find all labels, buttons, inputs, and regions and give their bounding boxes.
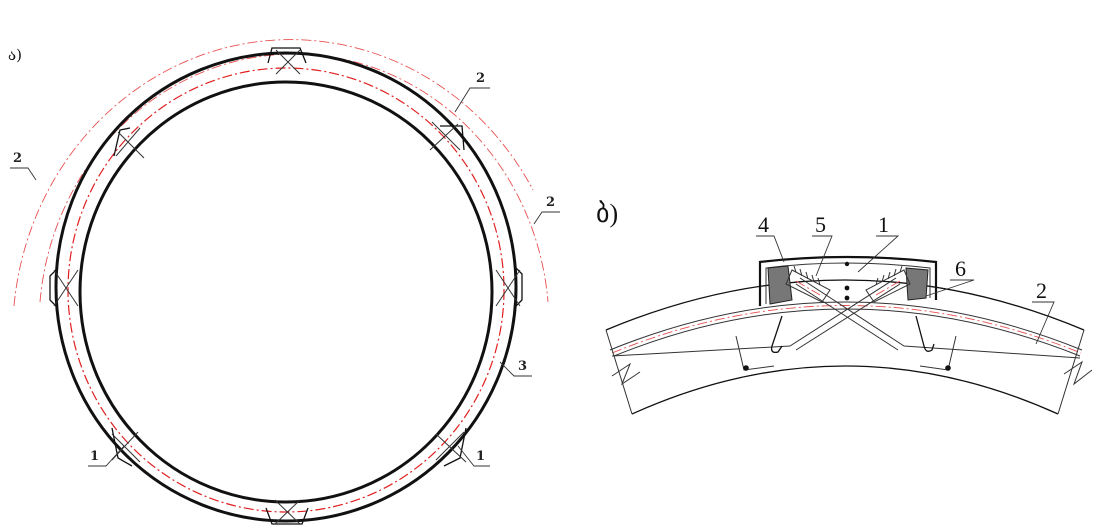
grout-right xyxy=(905,267,929,301)
panel-b: ბ) xyxy=(596,199,1093,415)
outer-axis-arc-1 xyxy=(13,39,534,307)
pin-low xyxy=(844,295,850,301)
stirrup-left xyxy=(735,335,775,371)
segment-axis-bottom xyxy=(613,308,1081,357)
tendon-right xyxy=(611,277,897,357)
label-2-left: 2 xyxy=(13,151,22,166)
stirrup-right xyxy=(919,335,957,371)
lug-bottom xyxy=(265,507,309,525)
label-2: 2 xyxy=(1036,278,1047,303)
break-mark-right xyxy=(1063,360,1093,386)
joint-block xyxy=(758,255,938,306)
segment-axis-top xyxy=(609,301,1083,351)
pin-mid xyxy=(844,285,850,291)
segment-outer-arc xyxy=(605,279,1085,331)
lug-right-x xyxy=(495,269,521,307)
grout-left xyxy=(767,265,793,305)
tendon-left xyxy=(799,277,1081,359)
segment-inner-arc xyxy=(631,365,1059,415)
lug-left-x xyxy=(53,269,79,307)
label-6: 6 xyxy=(955,256,966,281)
segment-center-axis xyxy=(611,305,1082,354)
lug-lower-right xyxy=(443,427,467,467)
panel-b-letter: ბ) xyxy=(596,199,618,228)
ring-inner-edge xyxy=(78,80,494,504)
ring-center-axis xyxy=(67,67,505,513)
lug-upper-left xyxy=(113,127,131,157)
lug-top-x xyxy=(275,49,301,75)
rebar-dot-right xyxy=(945,365,951,371)
lug-left xyxy=(49,267,59,309)
label-1-left: 1 xyxy=(90,449,99,464)
break-mark-left xyxy=(611,362,641,386)
lug-lower-left xyxy=(111,427,133,467)
panel-a-leaders: 2 2 2 3 1 1 xyxy=(10,71,560,467)
label-1-right: 1 xyxy=(476,449,485,464)
label-1: 1 xyxy=(878,212,889,237)
anchor-pocket-left xyxy=(785,265,831,303)
pin-top xyxy=(844,261,850,267)
panel-a-letter: ა) xyxy=(8,46,22,64)
lug-bottom-x xyxy=(274,499,301,525)
ring-outer-edge xyxy=(54,51,518,523)
hook-right xyxy=(915,315,935,352)
lug-upper-left-x xyxy=(115,127,145,159)
label-3: 3 xyxy=(518,359,527,374)
outer-axis-arc-2 xyxy=(39,53,549,303)
lug-right xyxy=(513,265,523,309)
segment-left-end xyxy=(605,329,633,415)
anchor-pocket-right xyxy=(865,265,911,303)
label-4: 4 xyxy=(758,212,769,237)
lug-upper-right xyxy=(440,125,465,151)
panel-a: ა) xyxy=(8,39,560,525)
tendon-red-right xyxy=(875,280,901,296)
lug-lower-right-x xyxy=(435,431,467,463)
label-2-right: 2 xyxy=(546,195,555,210)
ring-lugs xyxy=(49,47,523,525)
tendon-left-b xyxy=(795,283,899,351)
lug-lower-left-x xyxy=(111,431,141,463)
tendon-red-left xyxy=(795,280,821,296)
segment-right-end xyxy=(1057,329,1085,415)
tendon-right-b xyxy=(795,283,901,351)
lug-top xyxy=(267,47,307,64)
label-5: 5 xyxy=(815,212,826,237)
lug-upper-right-x xyxy=(429,121,461,151)
panel-b-leaders: 4 5 1 6 2 xyxy=(756,212,1055,345)
hook-left xyxy=(770,315,783,354)
rebar-dot-left xyxy=(743,365,749,371)
label-2-top: 2 xyxy=(476,71,485,86)
